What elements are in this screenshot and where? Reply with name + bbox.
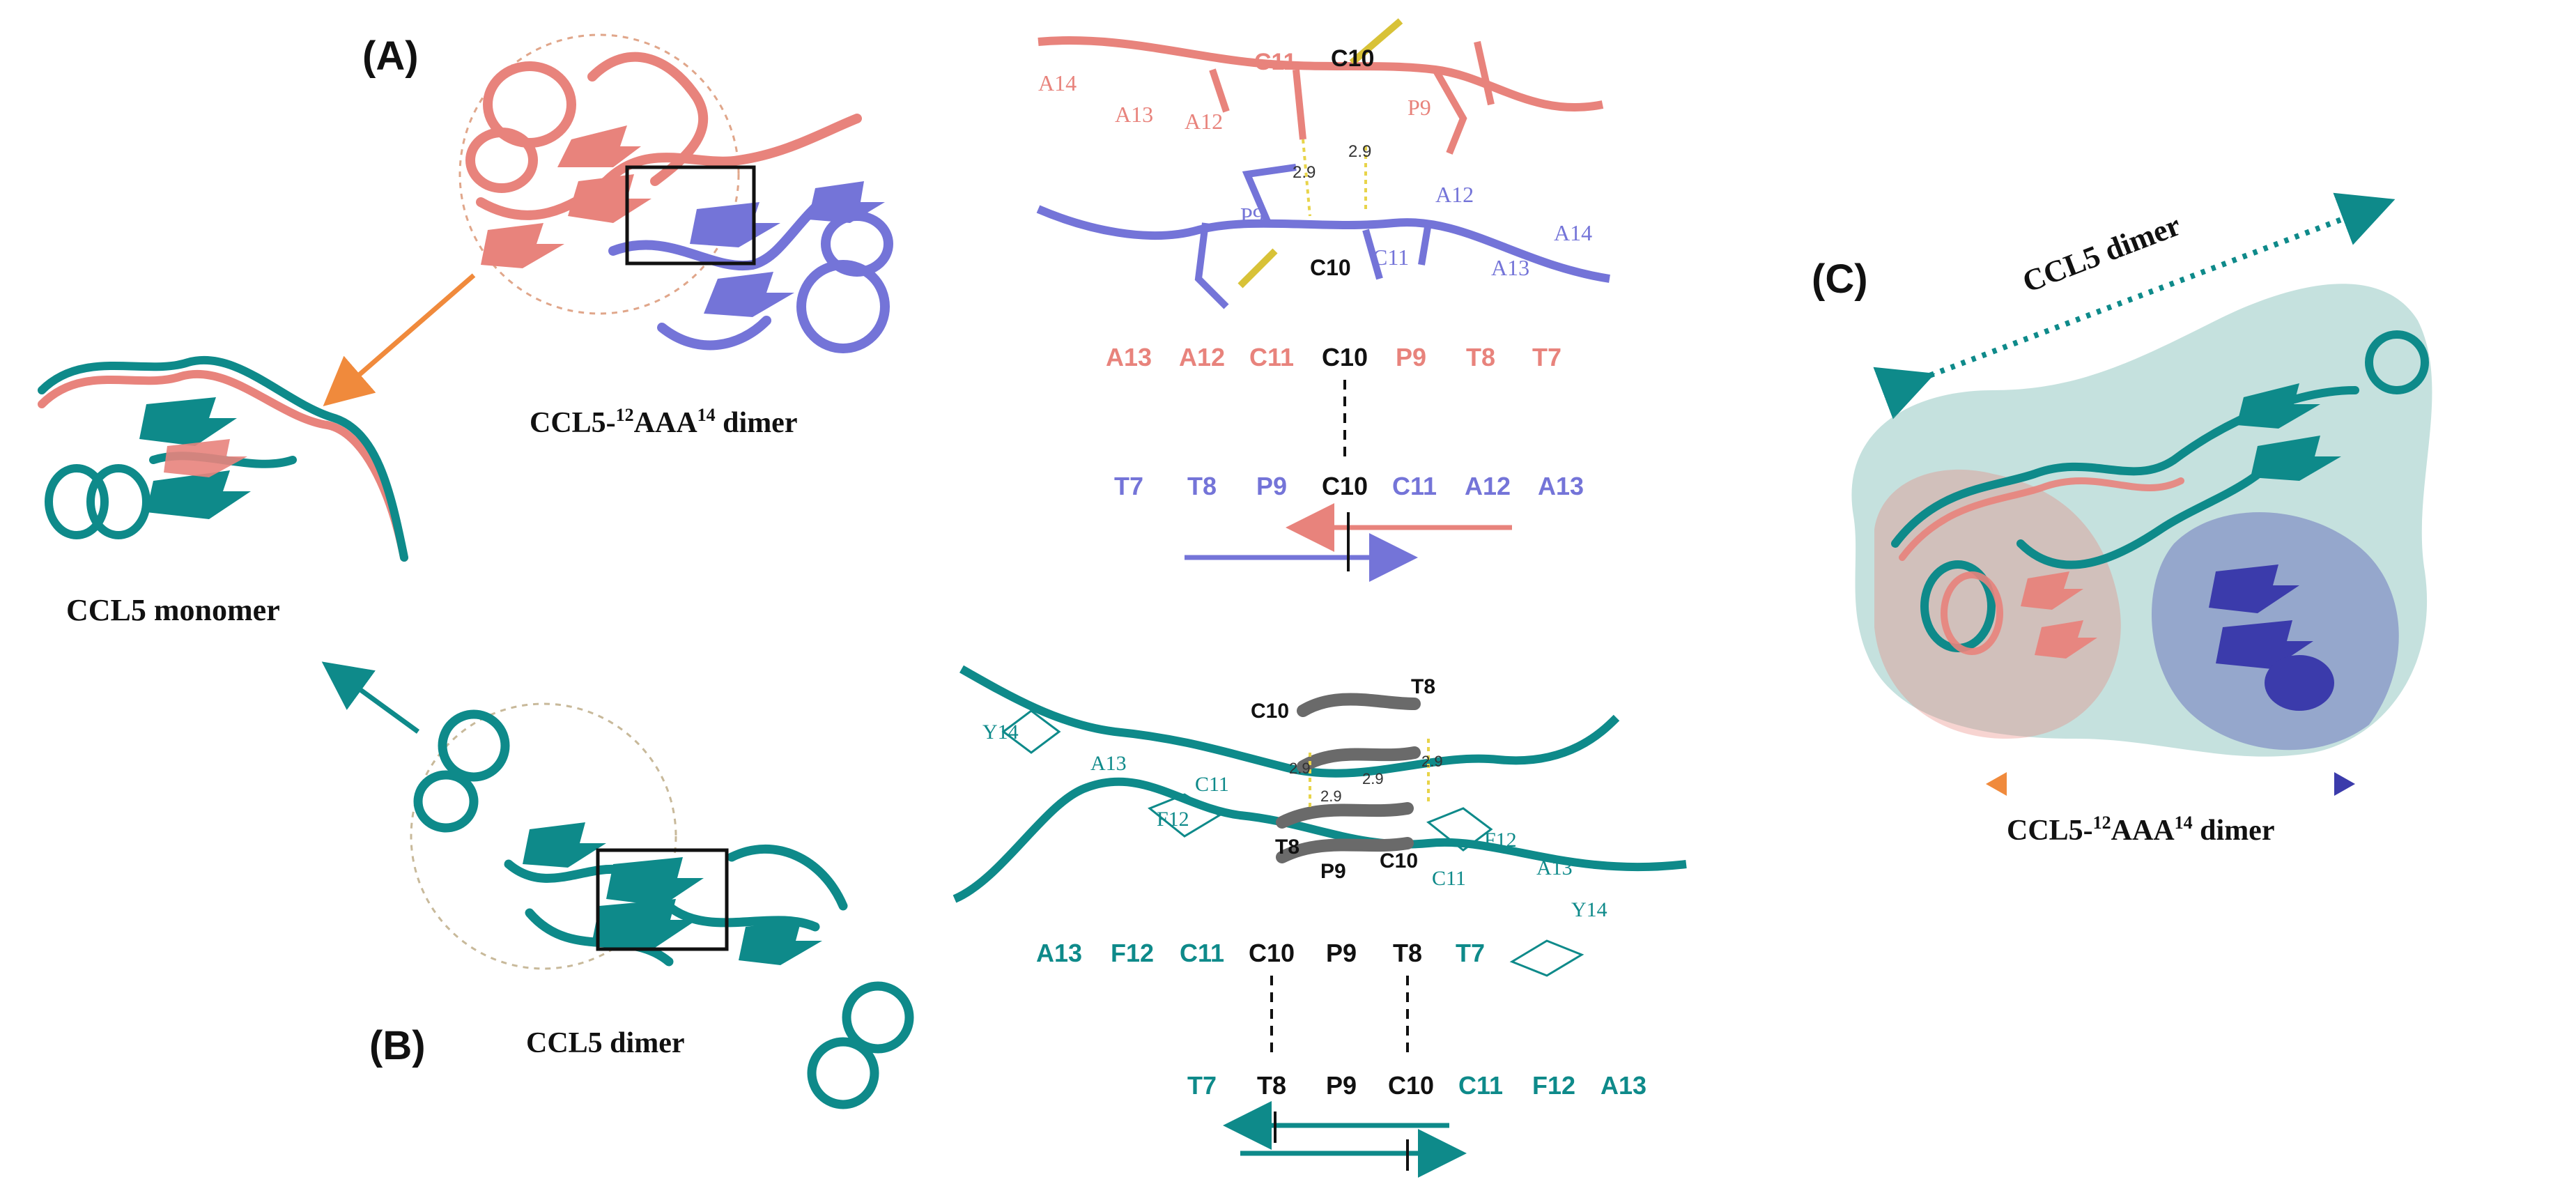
detail-a-label-salmon-5: P9 [1407,95,1431,120]
panel-c-label: (C) [1812,256,1868,302]
panel-a-detail-view: A14 A13 A12 C11 P9 C10 P9 A12 A14 C11 A1… [1036,18,1610,309]
detail-a-label-c10-bottom: C10 [1310,255,1351,280]
panel-c-mutant-arrow-left-head [1986,772,2007,796]
detail-a-label-salmon-2: A13 [1115,102,1153,127]
detail-b-label-4: F12 [1157,808,1189,831]
detail-b-label-14: Y14 [1571,898,1607,921]
detail-a-label-salmon-3: A12 [1185,109,1223,134]
a-bot-6: A12 [1465,472,1511,500]
b-bot-5: C11 [1458,1071,1503,1100]
detail-b-hbond-1: 2.9 [1289,760,1311,777]
detail-b-label-12: F12 [1484,829,1517,852]
a-top-3: C11 [1249,343,1294,371]
arrow-to-monomer-orange [323,273,476,406]
a-bot-2: T8 [1187,472,1217,500]
a-top-1: A13 [1106,343,1152,371]
a-top-6: T8 [1466,343,1495,371]
panel-b-dimer-structure [410,702,914,1109]
panel-b-sequence-diagram: A13 F12 C11 C10 P9 T8 T7 T7 T8 P9 C10 C1… [1036,939,1646,1100]
detail-b-label-3: C11 [1195,773,1229,796]
b-top-2: F12 [1111,939,1154,967]
detail-a-label-blue-4: C11 [1373,245,1409,270]
detail-a-label-blue-5: A13 [1491,255,1529,280]
a-bot-1: T7 [1114,472,1143,500]
panel-a-dimer-structure [458,33,893,353]
detail-b-label-5: C10 [1251,700,1289,723]
panel-b: (B) CCL5 dimer [321,661,1687,1178]
panel-a-zoom-box [625,165,756,266]
detail-a-label-c10-top: C10 [1331,45,1374,72]
detail-b-hbond-3: 2.9 [1362,770,1384,787]
detail-b-label-1: Y14 [982,721,1019,744]
detail-a-label-blue-3: A14 [1554,220,1592,245]
b-bot-3: P9 [1326,1071,1357,1100]
panel-c-bottom-caption: CCL5-12AAA14 dimer [2007,813,2274,847]
detail-a-label-salmon-1: A14 [1038,70,1077,95]
b-top-5: P9 [1326,939,1357,967]
detail-b-label-7: T8 [1411,675,1435,698]
panel-c: (C) CCL5 dimer [1812,192,2432,847]
detail-b-label-10: C10 [1380,849,1418,872]
panel-b-zoom-box [596,848,729,951]
detail-a-hbond-2: 2.9 [1348,142,1371,161]
panel-b-dimer-caption: CCL5 dimer [526,1027,684,1059]
detail-b-label-2: A13 [1090,752,1127,775]
b-top-4: C10 [1249,939,1295,967]
detail-a-label-salmon-4: C11 [1254,49,1297,75]
a-top-5: P9 [1396,343,1426,371]
detail-b-label-9: P9 [1320,860,1346,883]
a-top-2: A12 [1179,343,1225,371]
a-top-4: C10 [1322,343,1368,371]
detail-b-label-8: T8 [1275,836,1299,859]
a-top-7: T7 [1532,343,1561,371]
detail-b-label-13: A13 [1536,856,1573,879]
a-bot-5: C11 [1392,472,1437,500]
panel-b-label: (B) [369,1023,426,1068]
panel-b-detail-view: Y14 A13 C11 F12 C10 P9 T8 T8 P9 C10 C11 … [952,665,1687,977]
arrow-to-monomer-teal [321,661,420,734]
b-top-7: T7 [1456,939,1485,967]
detail-a-label-blue-1: P9 [1240,203,1264,228]
detail-b-hbond-2: 2.9 [1421,753,1443,770]
monomer-caption: CCL5 monomer [66,593,280,627]
detail-b-label-11: C11 [1432,867,1466,890]
panel-a: (A) [38,18,1610,627]
b-bot-2: T8 [1257,1071,1286,1100]
panel-a-label: (A) [362,33,419,79]
detail-a-label-blue-2: A12 [1435,182,1474,207]
b-top-6: T8 [1393,939,1422,967]
panel-c-dimer-span-arrow [1873,192,2396,420]
detail-a-hbond-1: 2.9 [1293,163,1316,182]
panel-c-mutant-arrow-right-head [2334,772,2355,796]
monomer-highlight-circle [458,33,740,315]
panel-c-overlay-structure [1851,284,2432,757]
panel-a-dimer-caption: CCL5-12AAA14 dimer [530,405,797,439]
b-top-1: A13 [1036,939,1082,967]
a-bot-7: A13 [1538,472,1584,500]
b-bot-7: A13 [1601,1071,1646,1100]
a-bot-3: P9 [1256,472,1287,500]
b-bot-6: F12 [1532,1071,1575,1100]
detail-b-label-6: P9 [1341,717,1367,740]
detail-b-hbond-4: 2.9 [1320,787,1342,805]
b-bot-4: C10 [1388,1071,1434,1100]
b-bot-1: T7 [1187,1071,1217,1100]
panel-a-sequence-diagram: A13 A12 C11 C10 P9 T8 T7 T7 T8 P9 C10 C1… [1106,343,1584,500]
b-top-3: C11 [1180,939,1224,967]
monomer-superposition [38,355,408,562]
a-bot-4: C10 [1322,472,1368,500]
